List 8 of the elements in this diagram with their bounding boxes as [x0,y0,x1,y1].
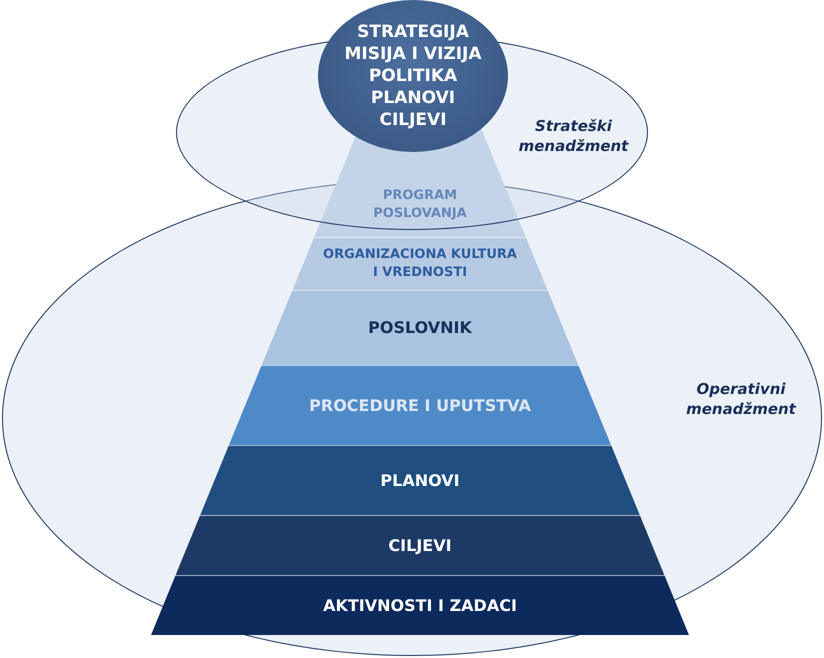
top-circle: STRATEGIJA MISIJA I VIZIJA POLITIKA PLANOVI CILJEVI [318,0,508,152]
pyramid-layer: AKTIVNOSTI I ZADACI [151,575,689,635]
region-label: Operativni menadžment [685,379,798,420]
pyramid-layer: CILJEVI [176,515,664,575]
pyramid-layer: POSLOVNIK [262,290,578,365]
pyramid-layer: ORGANIZACIONA KULTURA I VREDNOSTI [292,237,548,290]
pyramid-layer: PLANOVI [200,445,640,515]
pyramid-layer: PROCEDURE I UPUTSTVA [228,365,612,445]
